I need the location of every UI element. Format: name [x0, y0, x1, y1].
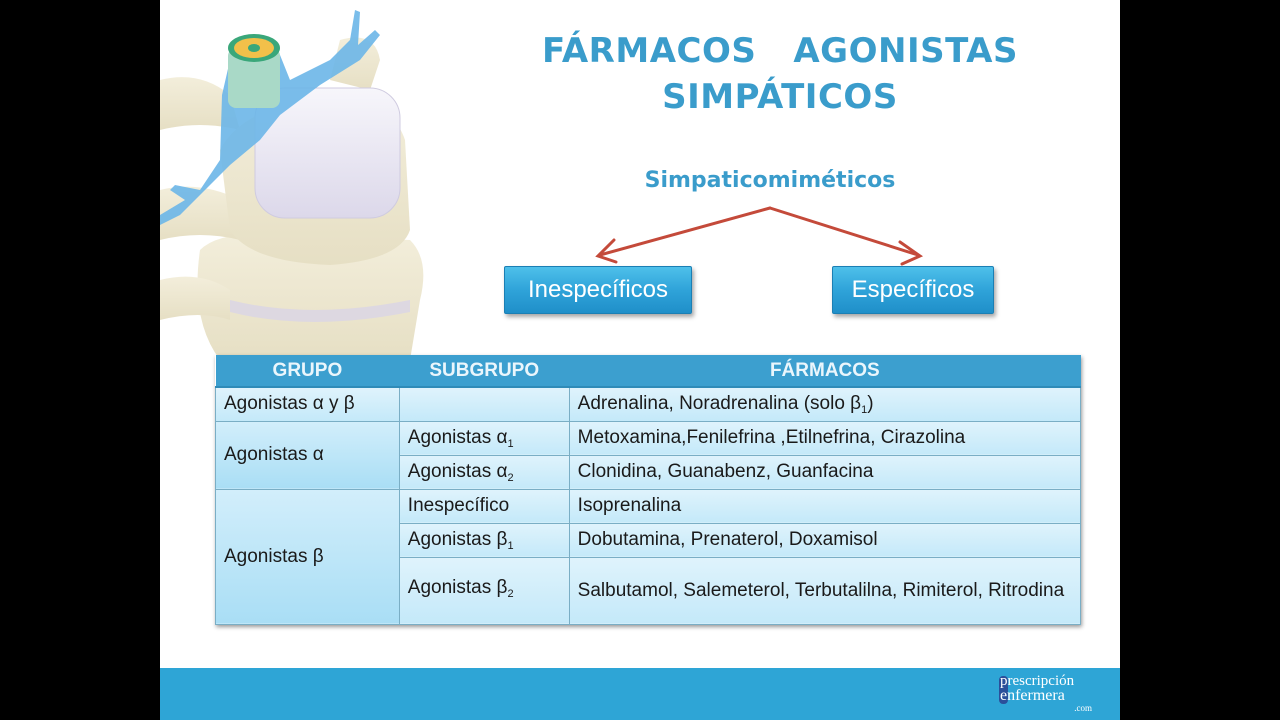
logo-badge-icon [999, 676, 1008, 704]
cell-farmacos: Adrenalina, Noradrenalina (solo β1) [568, 386, 1082, 422]
cell-grupo: Agonistas α [215, 420, 400, 490]
cell-subgrupo: Agonistas α2 [398, 454, 570, 490]
cell-subgrupo: Agonistas β2 [398, 556, 570, 625]
table-row: Agonistas β Inespecífico Isoprenalina [215, 488, 1082, 625]
logo-line-2: enfermera [1000, 687, 1065, 704]
header-grupo: GRUPO [215, 355, 400, 388]
cell-farmacos: Salbutamol, Salemeterol, Terbutalilna, R… [568, 556, 1082, 625]
branch-arrows [595, 206, 924, 266]
table-row: Agonistas β2 Salbutamol, Salemeterol, Te… [216, 556, 1082, 625]
cell-farmacos: Dobutamina, Prenaterol, Doxamisol [568, 522, 1082, 558]
drug-table: GRUPO SUBGRUPO FÁRMACOS Agonistas α y β … [215, 355, 1082, 625]
slide-title: FÁRMACOS AGONISTAS SIMPÁTICOS [520, 28, 1040, 120]
arrow-right-icon [768, 206, 920, 257]
table-row: Agonistas α2 Clonidina, Guanabenz, Guanf… [216, 454, 1082, 490]
table-row: Agonistas α y β Adrenalina, Noradrenalin… [215, 386, 1082, 422]
cell-subgrupo: Agonistas α1 [398, 420, 570, 456]
inespecificos-box: Inespecíficos [504, 266, 692, 314]
cell-farmacos: Metoxamina,Fenilefrina ,Etilnefrina, Cir… [568, 420, 1082, 456]
arrow-left-icon [598, 206, 772, 257]
cell-subgrupo [398, 386, 570, 422]
cell-subgrupo: Inespecífico [398, 488, 570, 524]
header-subgrupo: SUBGRUPO [399, 355, 570, 388]
table-header-row: GRUPO SUBGRUPO FÁRMACOS [215, 355, 1081, 388]
footer-band: prescripción enfermera .com [160, 668, 1120, 720]
cell-farmacos: Clonidina, Guanabenz, Guanfacina [568, 454, 1082, 490]
title-line-1: FÁRMACOS AGONISTAS [542, 31, 1018, 71]
arrow-left-head-icon [595, 238, 618, 264]
arrow-right-head-icon [898, 240, 924, 266]
table-row: Agonistas α Agonistas α1 Metoxamina,Feni… [215, 420, 1082, 490]
header-farmacos: FÁRMACOS [569, 355, 1081, 388]
slide: FÁRMACOS AGONISTAS SIMPÁTICOS Simpaticom… [160, 0, 1120, 720]
table-row: Agonistas β1 Dobutamina, Prenaterol, Dox… [216, 522, 1082, 558]
cell-grupo: Agonistas β [215, 488, 400, 625]
logo-line-1: prescripción [1000, 673, 1075, 689]
especificos-box: Específicos [832, 266, 994, 314]
cell-farmacos: Isoprenalina [568, 488, 1082, 524]
logo-line-3: .com [1074, 703, 1092, 713]
title-line-2: SIMPÁTICOS [662, 77, 898, 117]
subtitle: Simpaticomiméticos [644, 168, 896, 193]
cell-grupo: Agonistas α y β [215, 386, 400, 422]
spine-illustration [160, 10, 424, 360]
prescripcion-enfermera-logo: prescripción enfermera .com [999, 673, 1092, 714]
cell-subgrupo: Agonistas β1 [398, 522, 570, 558]
